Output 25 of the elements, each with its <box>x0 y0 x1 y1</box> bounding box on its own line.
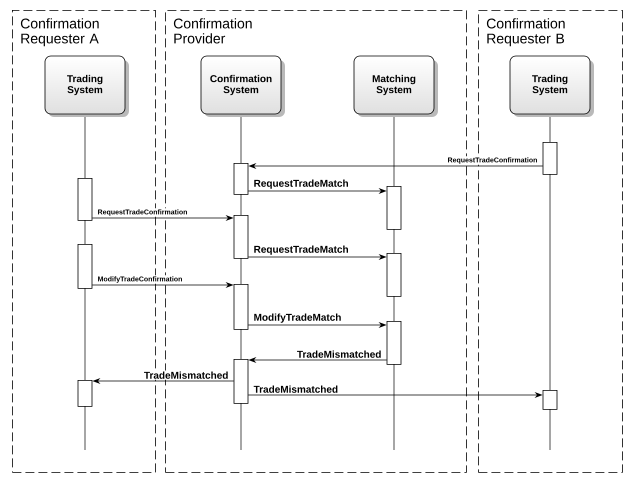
edge-label: TradeMismatched <box>142 370 230 380</box>
activation-bar <box>78 244 92 289</box>
edge-label: TradeMismatched <box>252 384 340 394</box>
activation-bar <box>78 380 92 407</box>
activation-bar <box>234 359 248 404</box>
activation-bar <box>386 321 402 365</box>
lane-heading: Confirmation Requester A <box>20 18 99 46</box>
activation-bar <box>386 253 402 297</box>
activation-bar <box>234 284 248 330</box>
activation-bar <box>542 142 558 175</box>
lane-heading: Confirmation Requester B <box>486 18 565 46</box>
activation-bar <box>542 390 558 410</box>
lane-heading: Confirmation Provider <box>174 18 252 44</box>
edge-label: RequestTradeMatch <box>252 244 350 256</box>
activation-bar <box>234 215 248 259</box>
activation-bar <box>234 163 248 195</box>
lifeline-head: Trading System <box>510 56 594 117</box>
edge-label: RequestTradeMatch <box>252 178 350 190</box>
lifeline-head: Trading System <box>44 56 129 117</box>
lifeline-head: Confirmation System <box>200 56 285 117</box>
lifeline-head: Matching System <box>354 56 438 117</box>
edge-label: TradeMismatched <box>296 349 382 359</box>
edge-label: ModifyTradeMatch <box>252 312 342 324</box>
activation-bar <box>386 186 402 230</box>
activation-bar <box>78 178 92 221</box>
